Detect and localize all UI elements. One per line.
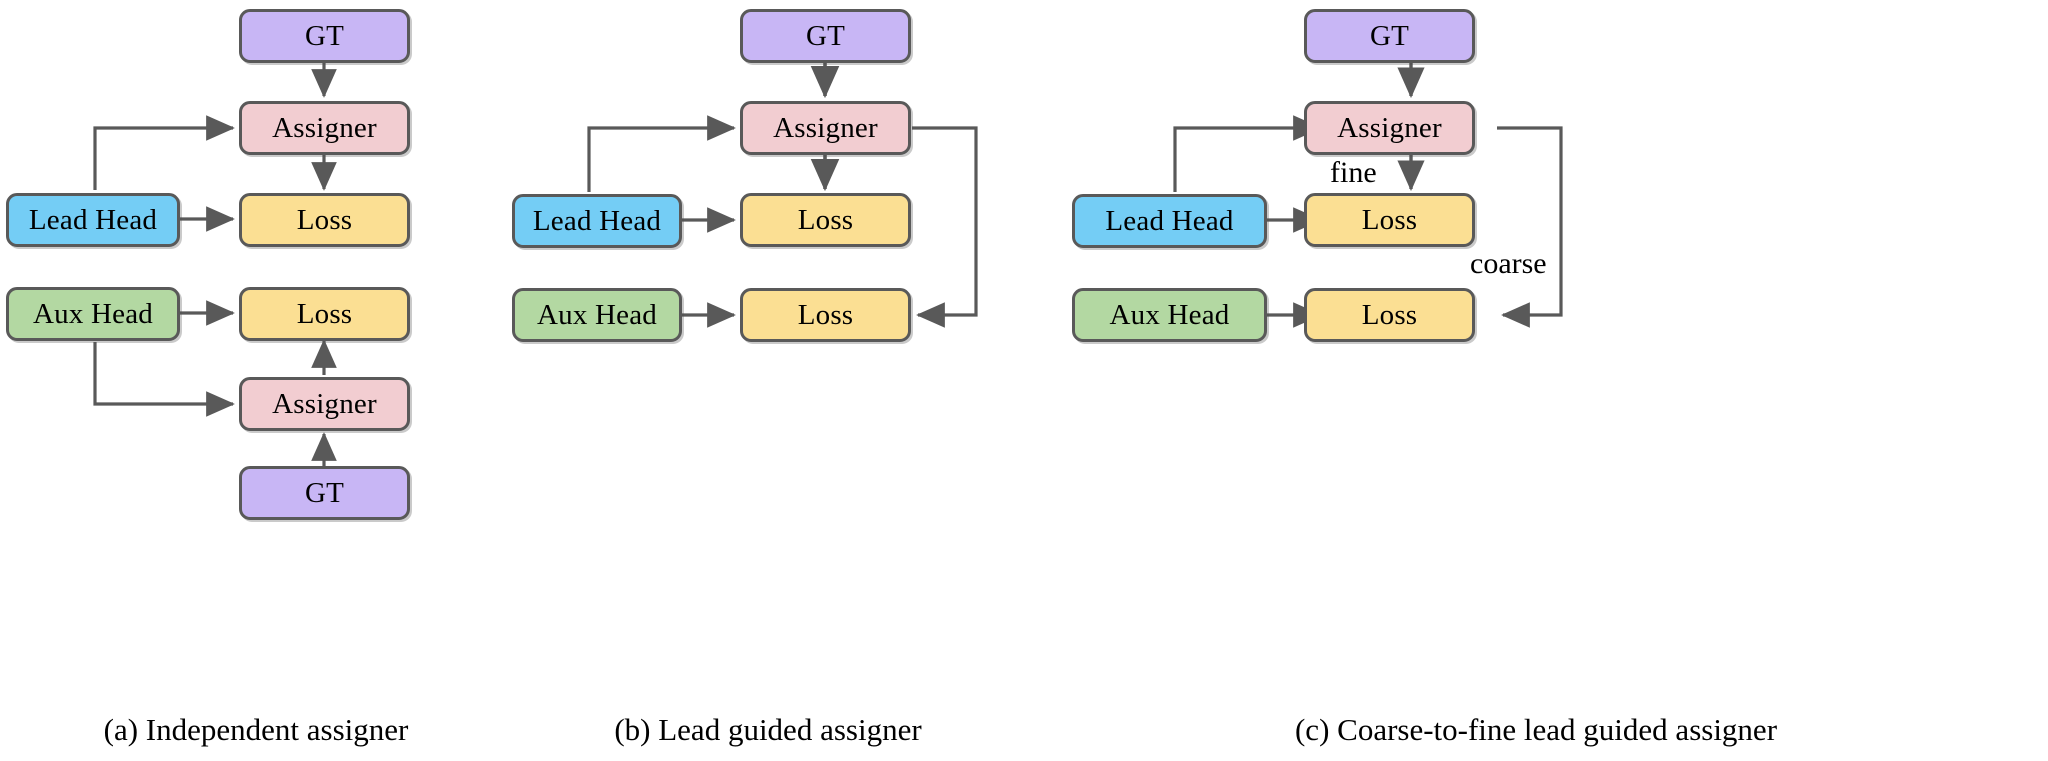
- panel-a-caption: (a) Independent assigner: [103, 712, 409, 747]
- node-assigner-top[interactable]: Assigner: [1304, 101, 1475, 155]
- panel-b-caption: (b) Lead guided assigner: [614, 712, 922, 747]
- node-assigner-top[interactable]: Assigner: [740, 101, 911, 155]
- node-loss-lead[interactable]: Loss: [1304, 193, 1475, 247]
- node-gt-top[interactable]: GT: [1304, 9, 1475, 63]
- node-assigner-bottom[interactable]: Assigner: [239, 377, 410, 431]
- node-gt-bottom[interactable]: GT: [239, 466, 410, 520]
- node-gt-top[interactable]: GT: [239, 9, 410, 63]
- node-aux-head[interactable]: Aux Head: [512, 288, 682, 342]
- node-aux-head[interactable]: Aux Head: [6, 287, 180, 341]
- node-assigner-top[interactable]: Assigner: [239, 101, 410, 155]
- node-loss-aux[interactable]: Loss: [740, 288, 911, 342]
- node-aux-head[interactable]: Aux Head: [1072, 288, 1267, 342]
- panel-a: GT Assigner Loss Lead Head Loss Aux Head…: [0, 0, 512, 761]
- node-lead-head[interactable]: Lead Head: [512, 194, 682, 248]
- node-gt-top[interactable]: GT: [740, 9, 911, 63]
- panel-c-caption: (c) Coarse-to-fine lead guided assigner: [1294, 712, 1778, 747]
- panel-b: GT Assigner Loss Lead Head Loss Aux Head…: [512, 0, 1024, 761]
- edge-label-fine: fine: [1330, 156, 1377, 189]
- edge-label-coarse: coarse: [1470, 247, 1547, 280]
- node-loss-lead[interactable]: Loss: [239, 193, 410, 247]
- panel-c-edges: [1173, 62, 1563, 328]
- panel-c: GT Assigner Loss Lead Head Loss Aux Head…: [1024, 0, 2048, 761]
- node-loss-aux[interactable]: Loss: [239, 287, 410, 341]
- node-loss-aux[interactable]: Loss: [1304, 288, 1475, 342]
- node-loss-lead[interactable]: Loss: [740, 193, 911, 247]
- node-lead-head[interactable]: Lead Head: [1072, 194, 1267, 248]
- node-lead-head[interactable]: Lead Head: [6, 193, 180, 247]
